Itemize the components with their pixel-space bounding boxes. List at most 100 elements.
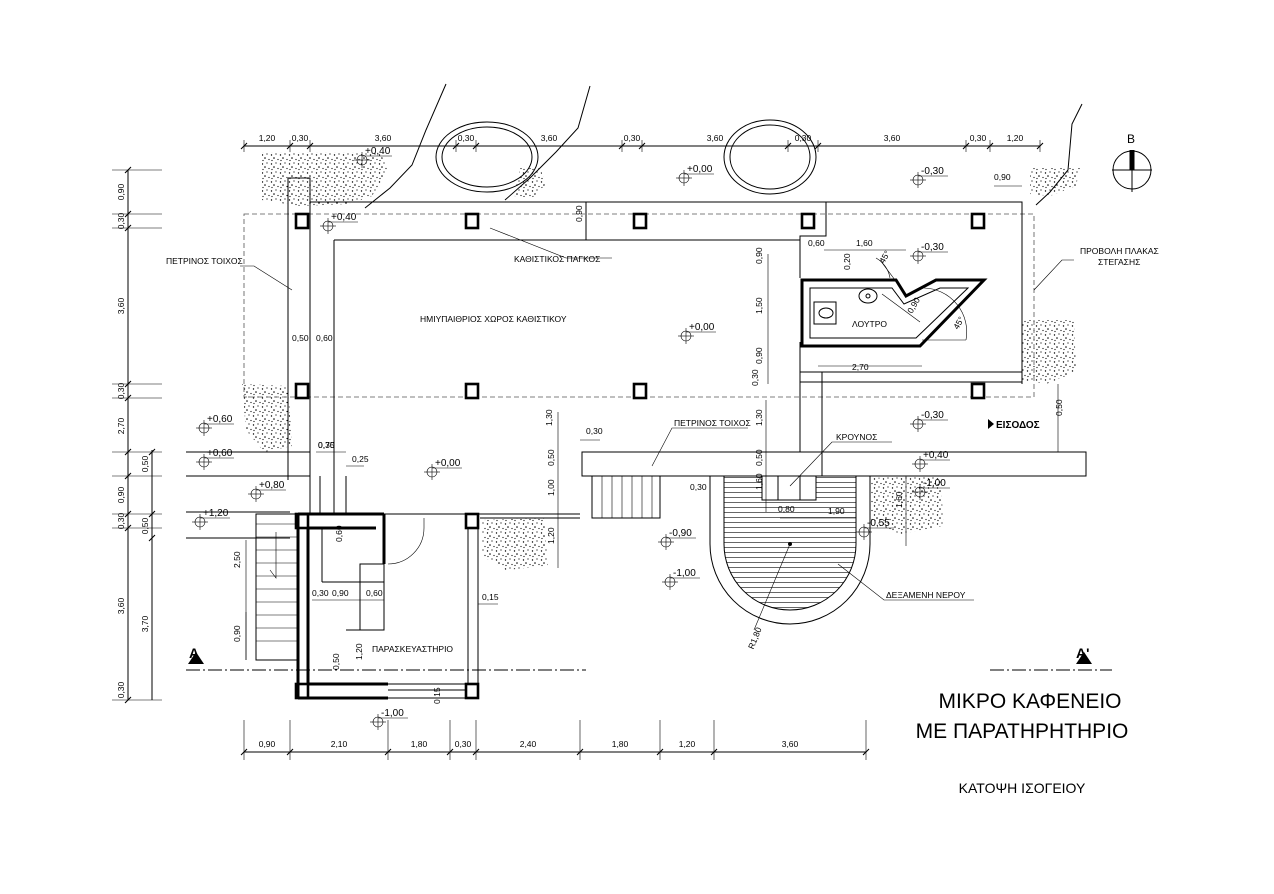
north-arrow: Β: [1112, 132, 1152, 192]
inner-dimension-label: 0,30: [312, 588, 329, 598]
water-tank: [709, 475, 871, 631]
inner-dimension-label: 0,60: [334, 525, 344, 542]
wc-label: ΛΟΥΤΡΟ: [852, 319, 887, 329]
dim-top-label: 1,20: [259, 133, 276, 143]
level-marker: +0,80: [248, 480, 286, 502]
inner-dimension-label: 0,90: [994, 172, 1011, 182]
inner-dimension-label: 0,30: [690, 482, 707, 492]
inner-dimension-label: 0,15: [432, 687, 442, 704]
title-block: ΜΙΚΡΟ ΚΑΦΕΝΕΙΟ ΜΕ ΠΑΡΑΤΗΡΗΤΗΡΙΟ ΚΑΤΟΨΗ Ι…: [916, 690, 1129, 796]
inner-dimension-label: 1,60: [894, 491, 904, 508]
level-marker: +0,60: [196, 448, 234, 470]
level-marker-label: +0,80: [259, 480, 285, 491]
dim-bottom-label: 1,80: [411, 739, 428, 749]
inner-dimension-label: 0,90: [574, 205, 584, 222]
inner-dimension-label: 45°: [877, 249, 892, 265]
level-marker: +0,40: [354, 146, 392, 168]
inner-dimension-label: 0,80: [778, 504, 795, 514]
tank-label: ΔΕΞΑΜΕΝΗ ΝΕΡΟΥ: [886, 590, 966, 600]
dim-top-label: 0,30: [292, 133, 309, 143]
inner-dimension-label: 0,30: [750, 369, 760, 386]
level-marker-label: -0,55: [867, 518, 890, 529]
inner-dimension-label: 0,50: [1054, 399, 1064, 416]
dim-left-label: 3,60: [116, 597, 126, 614]
title-line-2: ΜΕ ΠΑΡΑΤΗΡΗΤΗΡΙΟ: [916, 720, 1129, 743]
north-label: Β: [1127, 132, 1135, 146]
dim-top-label: 3,60: [884, 133, 901, 143]
level-marker-label: -1,00: [673, 568, 696, 579]
dim-left-label: 0,90: [116, 486, 126, 503]
dim-left-label: 3,60: [116, 297, 126, 314]
kitchen-label: ΠΑΡΑΣΚΕΥΑΣΤΗΡΙΟ: [372, 644, 453, 654]
inner-dimension-label: 0,50: [546, 449, 556, 466]
level-marker: -0,55: [856, 518, 894, 540]
dim-bottom-label: 0,30: [455, 739, 472, 749]
dim-left-label: 0,30: [116, 382, 126, 399]
wc-block: [800, 257, 988, 348]
inner-dimension-label: 1,60: [856, 238, 873, 248]
dim-bottom-label: 2,40: [520, 739, 537, 749]
level-marker-label: +0,40: [331, 212, 357, 223]
seating-label: ΗΜΙΥΠΑΙΘΡΙΟΣ ΧΩΡΟΣ ΚΑΘΙΣΤΙΚΟΥ: [420, 314, 567, 324]
inner-dimension-label: 1,60: [754, 473, 764, 490]
level-marker: +0,40: [320, 212, 358, 234]
dim-left-label: 0,30: [116, 681, 126, 698]
inner-dimension-label: 0,90: [232, 625, 242, 642]
dim-top-label: 3,60: [541, 133, 558, 143]
walls: [186, 177, 1087, 539]
level-marker-label: -1,00: [923, 478, 946, 489]
inner-dimension-label: 1,90: [828, 506, 845, 516]
entrance-arrow-icon: [988, 419, 994, 429]
inner-dimension-label: 1,20: [546, 527, 556, 544]
level-marker: -0,30: [910, 166, 948, 188]
level-marker-label: +0,60: [207, 414, 233, 425]
title-line-1: ΜΙΚΡΟ ΚΑΦΕΝΕΙΟ: [938, 690, 1121, 713]
level-marker: -0,90: [658, 528, 696, 550]
section-a-label: Α: [189, 645, 199, 661]
inner-dimension-label: 0,60: [366, 588, 383, 598]
inner-dimension-label: 0,15: [482, 592, 499, 602]
level-marker: -1,00: [662, 568, 700, 590]
inner-dimension-label: 2,70: [852, 362, 869, 372]
level-marker: +0,00: [424, 458, 462, 480]
inner-dimension-label: 2,50: [232, 551, 242, 568]
level-marker-label: +0,00: [687, 164, 713, 175]
inner-dimension-label: 1,00: [546, 479, 556, 496]
level-marker: +0,60: [196, 414, 234, 436]
inner-dimension-label: 0,50: [331, 653, 341, 670]
entrance-label: ΕΙΣΟΔΟΣ: [996, 420, 1040, 431]
inner-dimension-label: 0,90: [754, 347, 764, 364]
level-marker-label: +1,20: [203, 508, 229, 519]
dim-top-label: 0,30: [970, 133, 987, 143]
level-marker-label: -0,30: [921, 410, 944, 421]
level-marker-label: +0,00: [435, 458, 461, 469]
dim-top-label: 1,20: [1007, 133, 1024, 143]
inner-dimension-label: 0,75: [318, 440, 335, 450]
level-marker-label: -0,30: [921, 166, 944, 177]
inner-dimension-label: 1,30: [754, 409, 764, 426]
dim-top-label: 3,60: [707, 133, 724, 143]
inner-dimension-label: 0,90: [332, 588, 349, 598]
fountain-label: ΚΡΟΥΝΟΣ: [836, 432, 877, 442]
dim-top-label: 3,60: [375, 133, 392, 143]
roof-projection-label-2: ΣΤΕΓΑΣΗΣ: [1098, 257, 1140, 267]
inner-dimension-label: 0,60: [808, 238, 825, 248]
kitchen-block: [255, 512, 479, 700]
dim-bottom-label: 0,90: [259, 739, 276, 749]
inner-dimension-label: 0,30: [318, 440, 335, 450]
level-marker: +0,00: [676, 164, 714, 186]
level-marker-label: +0,40: [923, 450, 949, 461]
leaders: [240, 227, 1074, 601]
level-marker: +0,00: [678, 322, 716, 344]
level-marker: -1,00: [912, 478, 950, 500]
radius-label: R1,80: [746, 626, 764, 651]
inner-dimension-label: 0,90: [754, 247, 764, 264]
dim-top-label: 0,30: [624, 133, 641, 143]
stone-wall-label-2: ΠΕΤΡΙΝΟΣ ΤΟΙΧΟΣ: [674, 418, 751, 428]
level-marker: +1,20: [192, 508, 230, 530]
level-marker-label: +0,60: [207, 448, 233, 459]
